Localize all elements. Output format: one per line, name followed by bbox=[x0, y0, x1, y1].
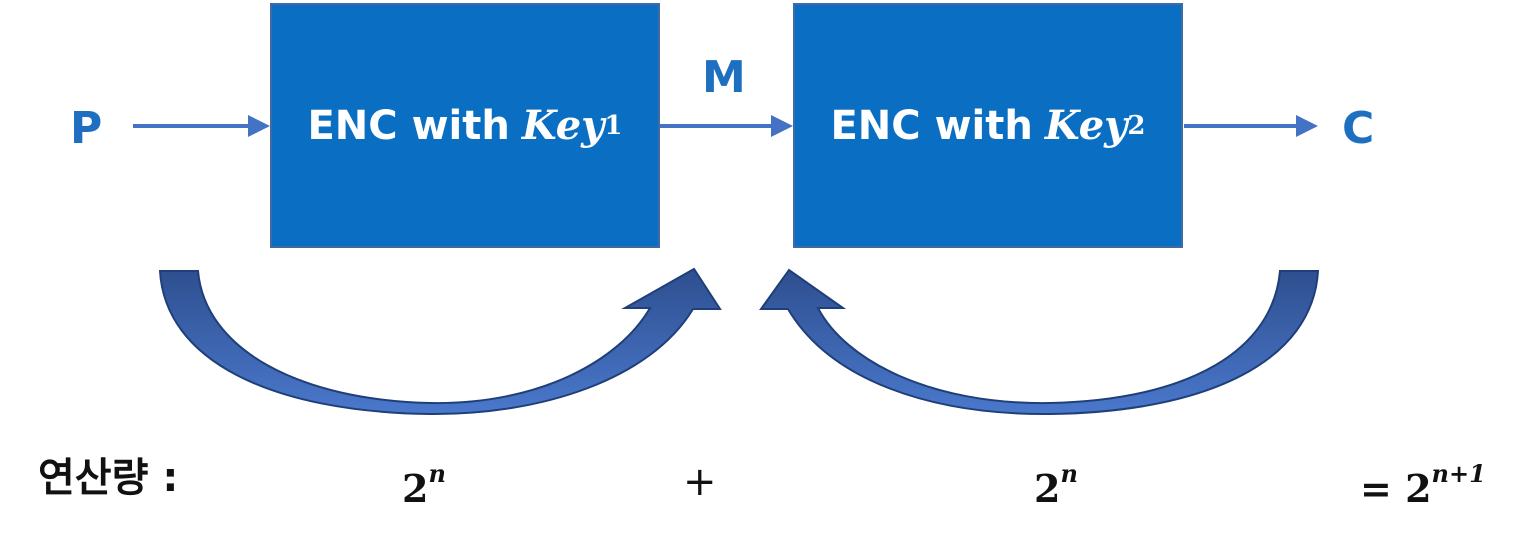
enc-block-2-text: ENC with bbox=[830, 102, 1033, 149]
cost-label: 연산량 : bbox=[38, 455, 179, 501]
cost-term-2-exp: n bbox=[1060, 459, 1078, 488]
curved-arrow-right bbox=[759, 268, 1320, 416]
node-input-p: P bbox=[70, 103, 103, 154]
node-middle-m: M bbox=[702, 52, 746, 103]
arrow-enc2-to-c bbox=[1184, 115, 1318, 137]
cost-term-1-base: 2 bbox=[402, 466, 429, 511]
cost-result: = 2n+1 bbox=[1360, 462, 1486, 508]
enc-block-1-key-sub: 1 bbox=[604, 110, 623, 141]
cost-result-base: 2 bbox=[1405, 466, 1432, 511]
node-output-c: C bbox=[1342, 103, 1375, 154]
enc-block-2-key: Key bbox=[1044, 102, 1128, 149]
cost-result-exp: n+1 bbox=[1431, 459, 1486, 488]
cost-term-1: 2n bbox=[402, 462, 446, 508]
enc-block-1-text: ENC with bbox=[307, 102, 510, 149]
curved-arrow-left bbox=[158, 267, 722, 416]
enc-block-1-key: Key bbox=[521, 102, 605, 149]
cost-term-1-exp: n bbox=[428, 459, 446, 488]
enc-block-2-key-sub: 2 bbox=[1127, 110, 1146, 141]
arrow-enc1-to-enc2 bbox=[660, 115, 793, 137]
cost-term-2-base: 2 bbox=[1034, 466, 1061, 511]
cost-term-2: 2n bbox=[1034, 462, 1078, 508]
cost-plus: + bbox=[683, 459, 717, 505]
arrow-p-to-enc1 bbox=[133, 115, 270, 137]
cost-result-eq: = bbox=[1360, 466, 1392, 511]
